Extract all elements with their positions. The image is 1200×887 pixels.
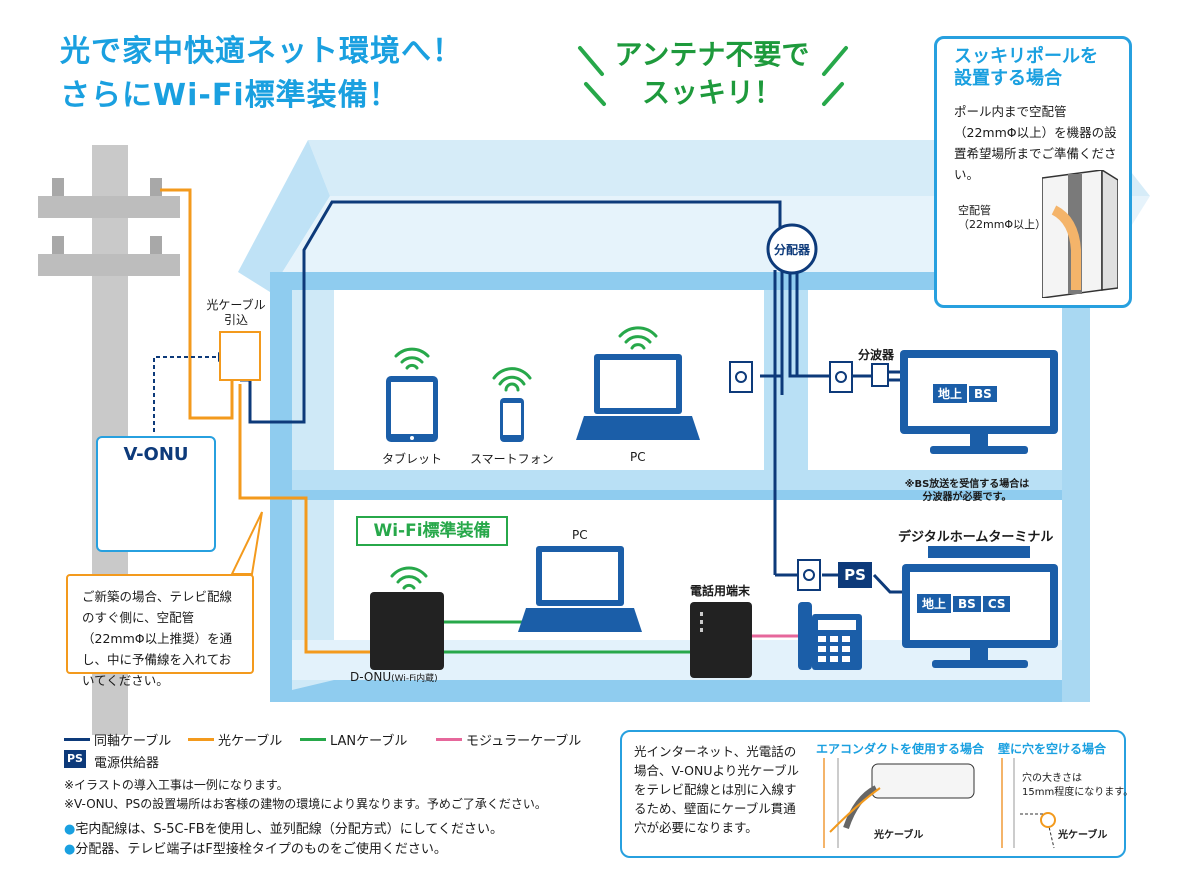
legend-fiber: 光ケーブル <box>218 734 283 749</box>
wall-outlet <box>797 559 821 591</box>
wall-fiber-label: 光ケーブル <box>1058 830 1108 841</box>
splitter-circle <box>766 223 818 275</box>
legend-ps-icon: PS <box>64 750 86 768</box>
tablet-icon <box>386 376 438 442</box>
donu-label-main: D-ONU <box>350 670 392 684</box>
wifi-icon <box>394 347 430 370</box>
legend-ps-label: 電源供給器 <box>94 756 160 771</box>
bs-note-line-1: ※BS放送を受信する場合は <box>904 479 1030 490</box>
donu-label: D-ONU(Wi-Fi内蔵) <box>350 670 438 684</box>
note-bullet-2: ●分配器、テレビ端子はF型接栓タイプのものをご使用ください。 <box>64 840 447 860</box>
legend-modular-swatch <box>436 738 462 741</box>
note-bullet-1-text: 宅内配線は、S-5C-FBを使用し、並列配線（分配方式）にしてください。 <box>75 822 503 837</box>
hole-size-line-2: 15mm程度になります。 <box>1022 787 1134 798</box>
wall-hole-text: 光インターネット、光電話の場合、V-ONUより光ケーブルをテレビ配線とは別に入線… <box>634 744 800 835</box>
bullet-icon: ● <box>64 822 76 837</box>
green-headline-line-1: アンテナ不要で <box>614 38 810 71</box>
hole-size-text: 穴の大きさは 15mm程度になります。 <box>1022 772 1133 800</box>
legend-lan-swatch <box>300 738 326 741</box>
green-headline: アンテナ不要で スッキリ！ <box>612 36 812 112</box>
wall-title: 壁に穴を空ける場合 <box>998 742 1107 756</box>
fiber-intake-label-line-2: 引込 <box>223 313 248 327</box>
headline-line-1: 光で家中快適ネット環境へ！ <box>60 34 463 69</box>
phone-terminal-icon <box>690 602 752 678</box>
note-2: ※V-ONU、PSの設置場所はお客様の建物の環境により異なります。予めご了承くだ… <box>64 797 547 811</box>
hole-size-line-1: 穴の大きさは <box>1022 773 1082 784</box>
tv2-tag-cs: CS <box>981 595 1012 613</box>
fiber-intake-label: 光ケーブル 引込 <box>204 298 268 328</box>
fiber-cables <box>160 188 380 654</box>
aircon-fiber-label: 光ケーブル <box>874 830 924 841</box>
vonu-box <box>96 436 216 552</box>
splitter-label: 分配器 <box>773 243 810 257</box>
wifi-icon <box>390 566 428 590</box>
aircon-title: エアコンダクトを使用する場合 <box>816 742 985 756</box>
new-build-callout: ご新築の場合、テレビ配線のすぐ側に、空配管（22mmΦ以上推奨）を通し、中に予備… <box>66 574 254 688</box>
accent-strokes <box>578 46 848 106</box>
set-top-box-icon <box>928 546 1030 558</box>
wifi-standard-badge: Wi-Fi標準装備 <box>356 516 508 546</box>
note-1: ※イラストの導入工事は一例になります。 <box>64 778 289 792</box>
power-supply-box: PS <box>838 562 872 588</box>
fiber-intake-label-line-1: 光ケーブル <box>206 298 266 312</box>
main-headline: 光で家中快適ネット環境へ！ さらにWi-Fi標準装備！ <box>60 30 463 118</box>
tv2-tag-terrestrial: 地上 <box>916 593 953 614</box>
pole-box-title: スッキリポールを 設置する場合 <box>954 46 1098 90</box>
telephone-icon <box>798 602 862 670</box>
pc-top-label: PC <box>630 450 646 464</box>
wall-outlet <box>729 361 753 393</box>
phone-terminal-label: 電話用端末 <box>690 584 751 598</box>
wifi-icon <box>618 326 658 350</box>
legend-coax-swatch <box>64 738 90 741</box>
fiber-intake-box <box>219 331 261 381</box>
router-icon <box>370 592 444 670</box>
bs-note: ※BS放送を受信する場合は 分波器が必要です。 <box>900 478 1034 504</box>
tablet-label: タブレット <box>382 452 443 466</box>
pole-box-text: ポール内まで空配管（22mmΦ以上）を機器の設置希望場所までご準備ください。 <box>954 104 1117 182</box>
bs-note-line-2: 分波器が必要です。 <box>922 492 1012 503</box>
wall-outlet <box>829 361 853 393</box>
bullet-icon: ● <box>64 842 76 857</box>
laptop-icon <box>576 354 700 440</box>
legend-modular: モジュラーケーブル <box>466 734 582 749</box>
legend-coax: 同軸ケーブル <box>94 734 172 749</box>
wifi-icon <box>492 367 532 392</box>
pole-title-line-2: 設置する場合 <box>954 68 1062 89</box>
legend-lan: LANケーブル <box>330 734 408 749</box>
digital-home-terminal-label: デジタルホームターミナル <box>898 530 1054 545</box>
tv2-tag-bs: BS <box>952 595 982 613</box>
note-bullet-1: ●宅内配線は、S-5C-FBを使用し、並列配線（分配方式）にしてください。 <box>64 820 503 840</box>
smartphone-label: スマートフォン <box>470 452 554 466</box>
vonu-label: V-ONU <box>123 444 189 465</box>
green-headline-line-2: スッキリ！ <box>641 76 782 109</box>
pipe-label-line-2: （22mmΦ以上） <box>958 218 1047 231</box>
pipe-label-line-1: 空配管 <box>958 204 991 217</box>
donu-label-sub: (Wi-Fi内蔵) <box>391 674 438 684</box>
aircon-duct-illustration <box>823 758 975 848</box>
pipe-label: 空配管 （22mmΦ以上） <box>958 204 1046 232</box>
tv1-tag-terrestrial: 地上 <box>932 383 969 404</box>
pole-illustration <box>1042 170 1118 298</box>
branch-label: 分波器 <box>858 348 895 362</box>
note-bullet-2-text: 分配器、テレビ端子はF型接栓タイプのものをご使用ください。 <box>75 842 447 857</box>
lan-cables <box>444 620 690 654</box>
coax-cables <box>240 200 910 594</box>
wall-hole-illustration <box>1001 758 1056 849</box>
headline-line-2: さらにWi-Fi標準装備！ <box>60 78 400 113</box>
branch-device <box>871 363 889 387</box>
laptop-icon <box>518 546 642 632</box>
pc-bottom-label: PC <box>572 528 588 542</box>
legend: 同軸ケーブル 光ケーブル LANケーブル モジュラーケーブル <box>64 730 624 750</box>
tv1-tag-bs: BS <box>968 385 998 403</box>
pole-title-line-1: スッキリポールを <box>954 46 1098 67</box>
smartphone-icon <box>500 398 524 442</box>
legend-fiber-swatch <box>188 738 214 741</box>
